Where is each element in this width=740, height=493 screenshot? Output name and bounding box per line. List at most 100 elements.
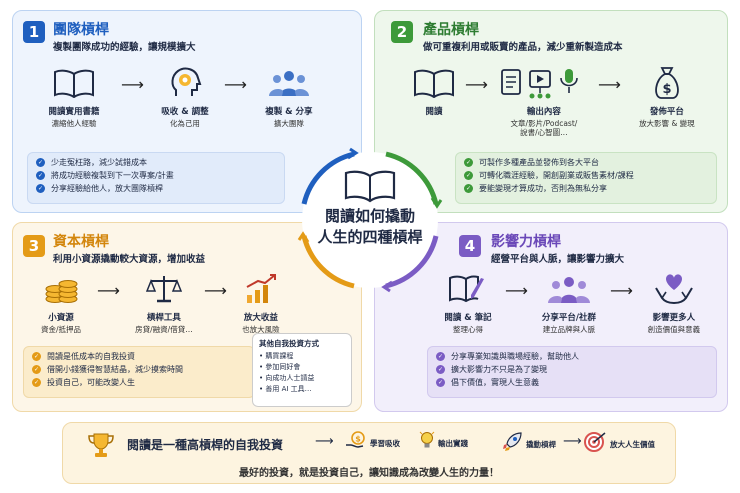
flow-node: 槓桿工具 房貸/融資/借貸…: [128, 271, 200, 334]
lightbulb-icon: [419, 431, 435, 455]
cycle-arc-green: [385, 151, 439, 205]
check-icon: ✓: [436, 352, 445, 361]
cycle-arrowhead: [381, 280, 393, 293]
list-item: ✓將成功經驗複製到下一次專案/計畫: [36, 171, 174, 180]
banner-step-label: 輸出實踐: [438, 438, 468, 448]
cycle-arrowhead: [297, 231, 310, 243]
trophy-icon: [87, 431, 115, 463]
product-leverage-panel: 2 產品槓桿 做可重複利用或販賣的產品，減少重新製造成本 閱讀 ⟶ 輸出內容 文…: [374, 10, 728, 213]
flow-node: 複製 & 分享 擴大團隊: [253, 65, 325, 128]
panel-subtitle: 經營平台與人脈，讓影響力擴大: [491, 254, 625, 265]
flow-node: 小資源 資金/抵押品: [31, 271, 91, 334]
arrow-right-icon: ⟶: [121, 75, 144, 94]
svg-text:$: $: [355, 435, 361, 444]
list-item: ✓擴大影響力不只是為了變現: [436, 365, 547, 374]
benefit-list: ✓閱讀是低成本的自我投資 ✓借開小錢獲得智慧結晶，減少摸索時間 ✓投資自己，可能…: [23, 346, 255, 398]
cycle-arc-purple: [385, 235, 439, 289]
flow-node: 閱讀 & 筆記 整理心得: [435, 271, 501, 334]
list-item: • 向成功人士請益: [259, 374, 315, 382]
growth-chart-icon: [244, 271, 278, 307]
node-label: 分享平台/社群: [541, 313, 596, 323]
panel-subtitle: 利用小資源撬動較大資源，增加收益: [53, 254, 206, 265]
list-item: ✓少走冤枉路，減少試錯成本: [36, 158, 147, 167]
check-icon: ✓: [464, 184, 473, 193]
check-icon: ✓: [36, 158, 45, 167]
center-title: 閱讀如何撬動 人生的四種槓桿: [290, 206, 450, 248]
influence-leverage-panel: 4 影響力槓桿 經營平台與人脈，讓影響力擴大 閱讀 & 筆記 整理心得 ⟶ 分享…: [374, 222, 728, 412]
check-icon: ✓: [436, 365, 445, 374]
node-label: 閱讀: [425, 107, 443, 117]
flow-node: 吸收 & 調整 化為己用: [150, 65, 220, 128]
check-icon: ✓: [32, 352, 41, 361]
node-sub: 濃縮他人經驗: [51, 119, 97, 128]
money-hand-icon: $: [345, 431, 367, 455]
list-item: ✓要能變現才算成功，否則為無私分享: [464, 184, 607, 193]
arrow-right-icon: ⟶: [609, 281, 633, 300]
list-item: ✓分享專業知識與職場經驗，幫助他人: [436, 352, 579, 361]
summary-banner: 閱讀是一種高槓桿的自我投資 ⟶ $ 學習吸收 輸出實踐 撬動槓桿 ⟶ 放大人生價…: [62, 422, 676, 484]
check-icon: ✓: [464, 171, 473, 180]
money-bag-icon: $: [651, 65, 683, 101]
benefit-list: ✓可製作多種產品並發佈到各大平台 ✓可轉化職涯經驗，開創副業或販售素材/課程 ✓…: [455, 152, 717, 204]
banner-step-label: 放大人生價值: [610, 439, 655, 449]
list-item: ✓分享經驗給他人，放大團隊槓桿: [36, 184, 163, 193]
banner-step-label: 學習吸收: [370, 438, 400, 448]
benefit-list: ✓少走冤枉路，減少試錯成本 ✓將成功經驗複製到下一次專案/計畫 ✓分享經驗給他人…: [27, 152, 285, 204]
panel-title: 產品槓桿: [423, 22, 479, 38]
banner-step-label: 撬動槓桿: [526, 439, 556, 449]
check-icon: ✓: [436, 378, 445, 387]
panel-subtitle: 複製團隊成功的經驗，讓規模擴大: [53, 42, 196, 53]
list-item: • 購買課程: [259, 352, 294, 360]
flow-node: 放大收益 也放大風險: [235, 271, 287, 334]
balance-scale-icon: [145, 271, 182, 307]
rocket-icon: [501, 431, 523, 457]
flow-row: 閱讀實用書籍 濃縮他人經驗 ⟶ 吸收 & 調整 化為己用 ⟶ 複製 & 分享 擴…: [31, 65, 325, 128]
node-label: 影響更多人: [652, 313, 696, 323]
node-sub: 建立品牌與人脈: [542, 325, 596, 334]
check-icon: ✓: [36, 184, 45, 193]
team-leverage-panel: 1 團隊槓桿 複製團隊成功的經驗，讓規模擴大 閱讀實用書籍 濃縮他人經驗 ⟶ 吸…: [12, 10, 362, 213]
node-label: 閱讀 & 筆記: [444, 313, 492, 323]
node-sub: 文章/影片/Podcast/ 說書/心智圖…: [510, 119, 578, 138]
svg-text:$: $: [662, 82, 671, 97]
check-icon: ✓: [36, 171, 45, 180]
center-title-line: 閱讀如何撬動: [324, 207, 415, 225]
open-book-icon: [344, 170, 396, 203]
banner-footer: 最好的投資，就是投資自己，讓知識成為改變人生的力量！: [239, 468, 499, 479]
heart-hands-icon: [654, 271, 694, 307]
list-item: ✓可轉化職涯經驗，開創副業或販售素材/課程: [464, 171, 634, 180]
center-cycle-ring: [297, 147, 443, 293]
team-icon: [268, 65, 310, 101]
brain-head-icon: [168, 65, 202, 101]
panel-number: 2: [391, 21, 413, 43]
node-sub: 化為己用: [169, 119, 200, 128]
book-icon: [52, 65, 96, 101]
content-output-icon: [496, 65, 592, 101]
flow-node: 影響更多人 創造價值與意義: [639, 271, 709, 334]
banner-step: 輸出實踐: [419, 431, 468, 455]
flow-node: $ 發佈平台 放大影響 & 變現: [629, 65, 705, 128]
flow-row: 小資源 資金/抵押品 ⟶ 槓桿工具 房貸/融資/借貸… ⟶ 放大收益 也放大風險: [31, 271, 287, 334]
banner-step: $ 學習吸收: [345, 431, 400, 455]
node-label: 放大收益: [243, 313, 278, 323]
banner-headline: 閱讀是一種高槓桿的自我投資: [127, 438, 284, 452]
arrow-right-icon: ⟶: [223, 75, 247, 94]
node-sub: 房貸/融資/借貸…: [135, 325, 193, 334]
benefit-list: ✓分享專業知識與職場經驗，幫助他人 ✓擴大影響力不只是為了變現 ✓倡下價值，實現…: [427, 346, 717, 398]
node-sub: 放大影響 & 變現: [639, 119, 695, 128]
flow-node: 閱讀: [411, 65, 457, 117]
list-item: ✓借開小錢獲得智慧結晶，減少摸索時間: [32, 365, 183, 374]
arrow-right-icon: ⟶: [315, 434, 334, 449]
arrow-right-icon: ⟶: [563, 434, 582, 449]
book-pencil-icon: [448, 271, 488, 307]
banner-step: 放大人生價值: [583, 431, 655, 457]
arrow-right-icon: ⟶: [97, 281, 120, 300]
list-item: ✓可製作多種產品並發佈到各大平台: [464, 158, 599, 167]
list-item: • 善用 AI 工具…: [259, 385, 312, 393]
arrow-right-icon: ⟶: [597, 75, 621, 94]
panel-number: 3: [23, 235, 45, 257]
flow-node: 分享平台/社群 建立品牌與人脈: [534, 271, 604, 334]
panel-title: 團隊槓桿: [53, 22, 109, 38]
node-label: 槓桿工具: [146, 313, 181, 323]
flow-node: 輸出內容 文章/影片/Podcast/ 說書/心智圖…: [494, 65, 594, 138]
